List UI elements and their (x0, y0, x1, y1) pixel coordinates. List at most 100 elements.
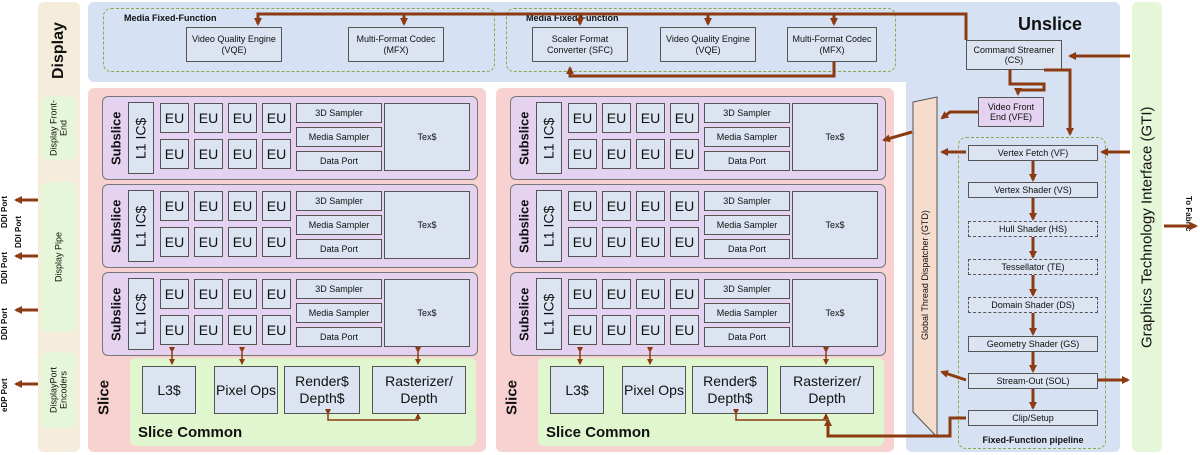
slice-common-label: Slice Common (138, 424, 243, 441)
execution-unit: EU (636, 191, 665, 221)
pipeline-stage: Tessellator (TE) (968, 259, 1098, 275)
execution-unit: EU (262, 191, 291, 221)
execution-unit: EU (228, 191, 257, 221)
execution-unit: EU (160, 103, 189, 133)
execution-unit: EU (636, 227, 665, 257)
execution-unit: EU (568, 191, 597, 221)
execution-unit: EU (568, 315, 597, 345)
execution-unit: EU (194, 227, 223, 257)
execution-unit: EU (262, 103, 291, 133)
execution-unit: EU (194, 103, 223, 133)
3d-sampler: 3D Sampler (704, 191, 790, 211)
rasterizer-depth: Rasterizer/ Depth (372, 366, 466, 414)
execution-unit: EU (228, 103, 257, 133)
fixed-function-pipeline (958, 137, 1106, 449)
render-depth-cache: Render$ Depth$ (692, 366, 768, 414)
execution-unit: EU (160, 139, 189, 169)
texture-cache: Tex$ (384, 103, 470, 171)
texture-cache: Tex$ (792, 279, 878, 347)
pipeline-stage: Clip/Setup (968, 410, 1098, 426)
execution-unit: EU (636, 279, 665, 309)
execution-unit: EU (262, 315, 291, 345)
execution-unit: EU (670, 227, 699, 257)
rasterizer-depth: Rasterizer/ Depth (780, 366, 874, 414)
video-front-end: Video Front End (VFE) (978, 97, 1044, 127)
pipeline-stage: Vertex Fetch (VF) (968, 145, 1098, 161)
execution-unit: EU (670, 103, 699, 133)
execution-unit: EU (228, 315, 257, 345)
3d-sampler: 3D Sampler (296, 103, 382, 123)
gti-panel (1132, 2, 1162, 452)
data-port: Data Port (704, 151, 790, 171)
execution-unit: EU (568, 227, 597, 257)
pipeline-stage: Domain Shader (DS) (968, 297, 1098, 313)
media-sampler: Media Sampler (704, 303, 790, 323)
l3-cache: L3$ (550, 366, 604, 414)
execution-unit: EU (670, 315, 699, 345)
pipeline-stage: Hull Shader (HS) (968, 221, 1098, 237)
execution-unit: EU (262, 227, 291, 257)
execution-unit: EU (602, 103, 631, 133)
execution-unit: EU (670, 279, 699, 309)
3d-sampler: 3D Sampler (704, 279, 790, 299)
execution-unit: EU (636, 103, 665, 133)
pipeline-stage: Stream-Out (SOL) (968, 373, 1098, 389)
execution-unit: EU (160, 191, 189, 221)
execution-unit: EU (160, 279, 189, 309)
pipeline-stage: Geometry Shader (GS) (968, 336, 1098, 352)
execution-unit: EU (602, 227, 631, 257)
execution-unit: EU (670, 191, 699, 221)
media-sampler: Media Sampler (296, 215, 382, 235)
execution-unit: EU (602, 279, 631, 309)
execution-unit: EU (194, 279, 223, 309)
pipeline-stage: Vertex Shader (VS) (968, 182, 1098, 198)
pixel-ops: Pixel Ops (622, 366, 686, 414)
execution-unit: EU (194, 139, 223, 169)
execution-unit: EU (160, 227, 189, 257)
execution-unit: EU (602, 315, 631, 345)
media-sampler: Media Sampler (704, 127, 790, 147)
3d-sampler: 3D Sampler (296, 279, 382, 299)
3d-sampler: 3D Sampler (704, 103, 790, 123)
render-depth-cache: Render$ Depth$ (284, 366, 360, 414)
pixel-ops: Pixel Ops (214, 366, 278, 414)
execution-unit: EU (262, 139, 291, 169)
texture-cache: Tex$ (384, 191, 470, 259)
global-thread-dispatcher: Global Thread Dispatcher (GTD) (920, 210, 930, 340)
execution-unit: EU (194, 315, 223, 345)
execution-unit: EU (602, 191, 631, 221)
execution-unit: EU (568, 139, 597, 169)
data-port: Data Port (704, 239, 790, 259)
texture-cache: Tex$ (792, 103, 878, 171)
pipeline-label: Fixed-Function pipeline (982, 435, 1084, 445)
data-port: Data Port (296, 151, 382, 171)
execution-unit: EU (636, 139, 665, 169)
media-fixed-function-left (103, 8, 495, 72)
3d-sampler: 3D Sampler (296, 191, 382, 211)
execution-unit: EU (194, 191, 223, 221)
media-sampler: Media Sampler (296, 127, 382, 147)
media-sampler: Media Sampler (296, 303, 382, 323)
texture-cache: Tex$ (792, 191, 878, 259)
data-port: Data Port (296, 327, 382, 347)
execution-unit: EU (602, 139, 631, 169)
execution-unit: EU (262, 279, 291, 309)
media-sampler: Media Sampler (704, 215, 790, 235)
execution-unit: EU (228, 227, 257, 257)
unslice-title: Unslice (1017, 14, 1083, 34)
execution-unit: EU (228, 279, 257, 309)
slice-common-label: Slice Common (546, 424, 651, 441)
execution-unit: EU (568, 279, 597, 309)
execution-unit: EU (636, 315, 665, 345)
l3-cache: L3$ (142, 366, 196, 414)
execution-unit: EU (228, 139, 257, 169)
data-port: Data Port (296, 239, 382, 259)
to-fabric-label: To Fabric (1184, 196, 1193, 232)
texture-cache: Tex$ (384, 279, 470, 347)
command-streamer: Command Streamer (CS) (966, 40, 1062, 70)
data-port: Data Port (704, 327, 790, 347)
execution-unit: EU (160, 315, 189, 345)
media-ff-left-label: Media Fixed-Function (124, 13, 217, 23)
execution-unit: EU (670, 139, 699, 169)
